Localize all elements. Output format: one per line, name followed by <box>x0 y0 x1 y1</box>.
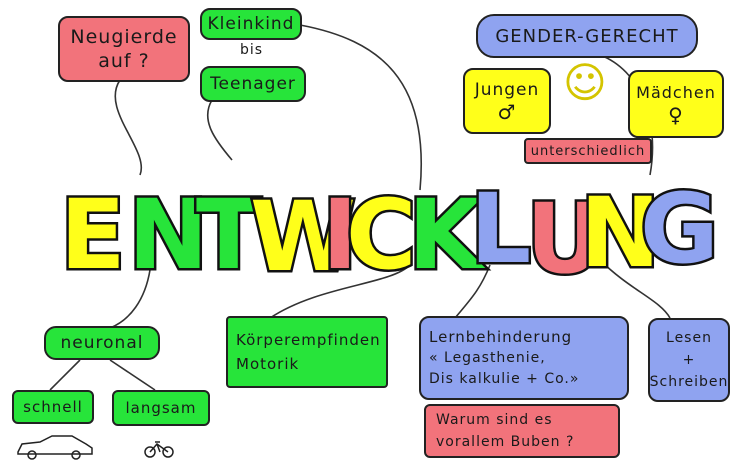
connector-teenager <box>206 99 233 161</box>
title-letter: N <box>128 179 208 291</box>
title-letter: T <box>196 179 261 291</box>
female-symbol-icon: ♀ <box>668 103 684 127</box>
node-langsam: langsam <box>112 390 210 426</box>
title-letter: G <box>640 173 719 285</box>
neugierde-line1: Neugierde <box>70 26 178 48</box>
node-lernbehinderung: Lernbehinderung « Legasthenie, Dis kalku… <box>419 316 629 400</box>
neuronal-label: neuronal <box>60 333 144 353</box>
gender-label: GENDER-GERECHT <box>495 25 679 47</box>
lesen-line2: + <box>682 352 696 368</box>
connector-langsam <box>109 359 156 391</box>
title-letter: L <box>470 173 531 285</box>
car-icon <box>17 435 93 460</box>
kleinkind-label: Kleinkind <box>207 14 295 34</box>
title-letter: E <box>60 179 126 291</box>
connector-neuronal <box>109 269 151 329</box>
lernbehinderung-line2: « Legasthenie, <box>429 349 546 366</box>
lernbehinderung-line1: Lernbehinderung <box>429 327 573 346</box>
koerper-line2: Motorik <box>236 355 300 373</box>
node-neuronal: neuronal <box>44 326 160 360</box>
koerper-line1: Körperempfinden <box>236 331 381 349</box>
node-neugierde: Neugierde auf ? <box>58 16 190 82</box>
title-letter: K <box>408 179 486 291</box>
lesen-line3: Schreiben <box>649 374 729 390</box>
title-letter: C <box>346 179 416 291</box>
title-letter: U <box>526 183 604 295</box>
node-schnell: schnell <box>12 390 94 424</box>
node-lesen-schreiben: Lesen + Schreiben <box>648 318 730 402</box>
node-unterschiedlich: unterschiedlich <box>524 138 652 164</box>
connector-kleinkind <box>299 24 422 191</box>
node-maedchen: Mädchen ♀ <box>628 70 724 138</box>
node-koerperempfinden: Körperempfinden Motorik <box>226 316 388 388</box>
bis-label: bis <box>240 42 264 58</box>
smiley-icon: ☺ <box>563 58 608 107</box>
connector-schnell <box>49 359 81 391</box>
langsam-label: langsam <box>125 399 197 417</box>
lernbehinderung-line3: Dis kalkulie + Co.» <box>429 370 580 387</box>
lesen-line1: Lesen <box>666 330 712 346</box>
connector-lines <box>49 24 671 391</box>
node-teenager: Teenager <box>200 66 306 102</box>
warum-line2: vorallem Buben ? <box>436 434 575 450</box>
connector-koerper <box>269 264 411 319</box>
warum-line1: Warum sind es <box>436 412 553 428</box>
connector-lesen <box>599 259 671 319</box>
unterschiedlich-label: unterschiedlich <box>530 143 646 159</box>
maedchen-label: Mädchen <box>636 83 716 102</box>
node-kleinkind: Kleinkind <box>200 8 302 40</box>
title-letter: I <box>322 179 358 291</box>
title-letter: N <box>580 177 660 289</box>
neugierde-line2: auf ? <box>98 50 150 72</box>
node-warum-buben: Warum sind es vorallem Buben ? <box>424 404 620 458</box>
node-gender-gerecht: GENDER-GERECHT <box>476 14 698 58</box>
connector-lernbehinderung <box>454 264 491 319</box>
title-letter: W <box>250 181 356 293</box>
jungen-label: Jungen <box>474 80 540 100</box>
connector-neugierde <box>114 79 143 176</box>
teenager-label: Teenager <box>210 74 296 94</box>
node-jungen: Jungen ♂ <box>463 68 551 134</box>
male-symbol-icon: ♂ <box>497 100 517 124</box>
bicycle-icon <box>144 441 174 458</box>
schnell-label: schnell <box>23 398 83 416</box>
